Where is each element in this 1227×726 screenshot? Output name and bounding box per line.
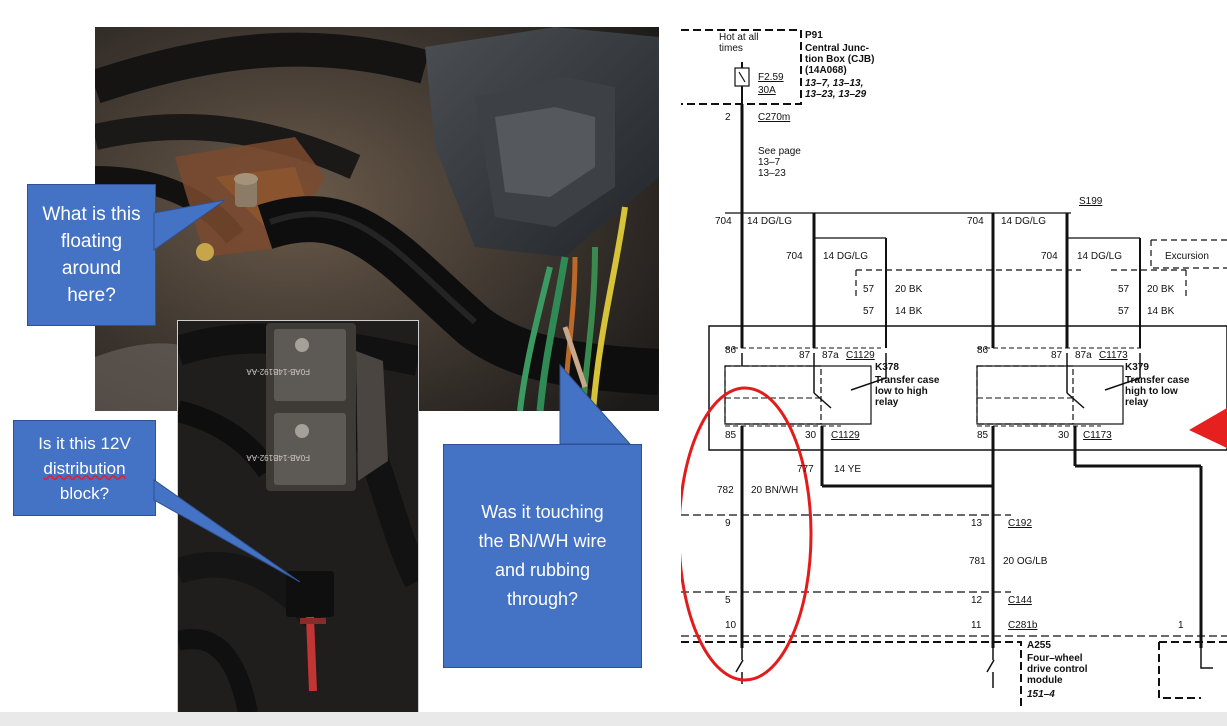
callout-block-text: Is it this 12V distribution block? [38, 431, 131, 506]
see-page-note: See page 13–7 13–23 [758, 146, 801, 179]
distribution-block-photo: F0AB-14B192-AA F0AB-14B192-AA [177, 320, 419, 714]
wiring-lines [681, 29, 1227, 708]
relay-top-label: F0AB-14B192-AA [246, 367, 310, 376]
wire-782: 782 [717, 485, 734, 496]
callout-block-line3: block? [59, 483, 110, 503]
wire-704-c: 704 [786, 251, 803, 262]
engine-bay-photo [95, 27, 659, 411]
wire-dglg-a: 14 DG/LG [747, 216, 793, 227]
module-a255-id: A255 [1027, 640, 1051, 651]
module-a255-name: Four–wheel drive control module [1027, 653, 1088, 686]
wire-20oglb: 20 OG/LB [1003, 556, 1048, 567]
pin-85-a: 85 [725, 430, 737, 441]
callout-block-word: distribution [43, 458, 126, 478]
connector-c1129-bottom: C1129 [831, 430, 860, 441]
wire-dglg-d: 14 DG/LG [1077, 251, 1123, 262]
cjb-id: P91 [805, 30, 823, 41]
red-arrow-icon [1189, 408, 1227, 448]
pin-87a-b: 87a [1075, 350, 1092, 361]
wire-20bnwh: 20 BN/WH [751, 485, 799, 496]
connector-c1173-bottom: C1173 [1083, 430, 1112, 441]
pin-87a-a: 87a [822, 350, 839, 361]
pin-86-a: 86 [725, 345, 737, 356]
pin-87-b: 87 [1051, 350, 1063, 361]
pin-5: 5 [725, 595, 731, 606]
cjb-name: Central Junc- tion Box (CJB) (14A068) [805, 43, 875, 76]
cjb-pages: 13–7, 13–13, 13–23, 13–29 [805, 78, 867, 100]
wiring-diagram: Hot at all times F2.59 30A P91 Central J… [681, 8, 1227, 712]
pin-30-a: 30 [805, 430, 817, 441]
relay-k379-id: K379 [1125, 362, 1149, 373]
relay-k379-name: Transfer case high to low relay [1125, 375, 1190, 408]
connector-c270m: C270m [758, 112, 791, 123]
relay-top [274, 329, 346, 401]
callout-floating-text: What is this floating around here? [42, 204, 141, 306]
relay-bottom-label: F0AB-14B192-AA [246, 453, 310, 462]
connector-c1129-top: C1129 [846, 350, 875, 361]
relay-k378-id: K378 [875, 362, 899, 373]
callout-floating-object: What is this floating around here? [27, 184, 156, 326]
excursion-label: Excursion [1165, 251, 1209, 262]
callout-touching-wire: Was it touching the BN/WH wire and rubbi… [443, 444, 642, 668]
pin-85-b: 85 [977, 430, 989, 441]
connector-c192: C192 [1008, 518, 1032, 529]
bottom-bar [0, 712, 1227, 726]
pin-12: 12 [971, 595, 983, 606]
callout-distribution-block: Is it this 12V distribution block? [13, 420, 156, 516]
splice-s199: S199 [1079, 196, 1103, 207]
relay-k378-name: Transfer case low to high relay [875, 375, 940, 408]
hot-at-all-times-label: Hot at all times [719, 32, 759, 54]
relay-bottom [274, 413, 346, 485]
pin-9: 9 [725, 518, 731, 529]
wire-57-a: 57 [863, 284, 875, 295]
wire-14ye: 14 YE [834, 464, 862, 475]
pin-10: 10 [725, 620, 737, 631]
pin-1: 1 [1178, 620, 1184, 631]
connector-c281b: C281b [1008, 620, 1038, 631]
connector-c144: C144 [1008, 595, 1032, 606]
pin-30-b: 30 [1058, 430, 1070, 441]
wire-14bk-a: 14 BK [895, 306, 923, 317]
wire-dglg-c: 14 DG/LG [823, 251, 869, 262]
pin-2: 2 [725, 112, 731, 123]
pin-87-a: 87 [799, 350, 811, 361]
fuse-rating: 30A [758, 85, 776, 96]
connector-c1173-top: C1173 [1099, 350, 1128, 361]
wire-704-d: 704 [1041, 251, 1058, 262]
callout-touching-text: Was it touching the BN/WH wire and rubbi… [478, 502, 607, 609]
wire-704-b: 704 [967, 216, 984, 227]
highlight-circle [681, 386, 813, 682]
module-a255-page: 151–4 [1027, 689, 1055, 700]
wire-704-a: 704 [715, 216, 732, 227]
callout-block-line1: Is it this 12V [38, 433, 131, 453]
wire-14bk-b: 14 BK [1147, 306, 1175, 317]
pin-13: 13 [971, 518, 983, 529]
wire-57-c: 57 [863, 306, 875, 317]
wire-57-d: 57 [1118, 306, 1130, 317]
wire-777: 777 [797, 464, 814, 475]
wire-20bk-b: 20 BK [1147, 284, 1175, 295]
pin-11: 11 [971, 620, 982, 631]
pin-86-b: 86 [977, 345, 989, 356]
wire-57-b: 57 [1118, 284, 1130, 295]
fuse-name: F2.59 [758, 72, 784, 83]
wire-781: 781 [969, 556, 986, 567]
wire-dglg-b: 14 DG/LG [1001, 216, 1047, 227]
wire-20bk-a: 20 BK [895, 284, 923, 295]
